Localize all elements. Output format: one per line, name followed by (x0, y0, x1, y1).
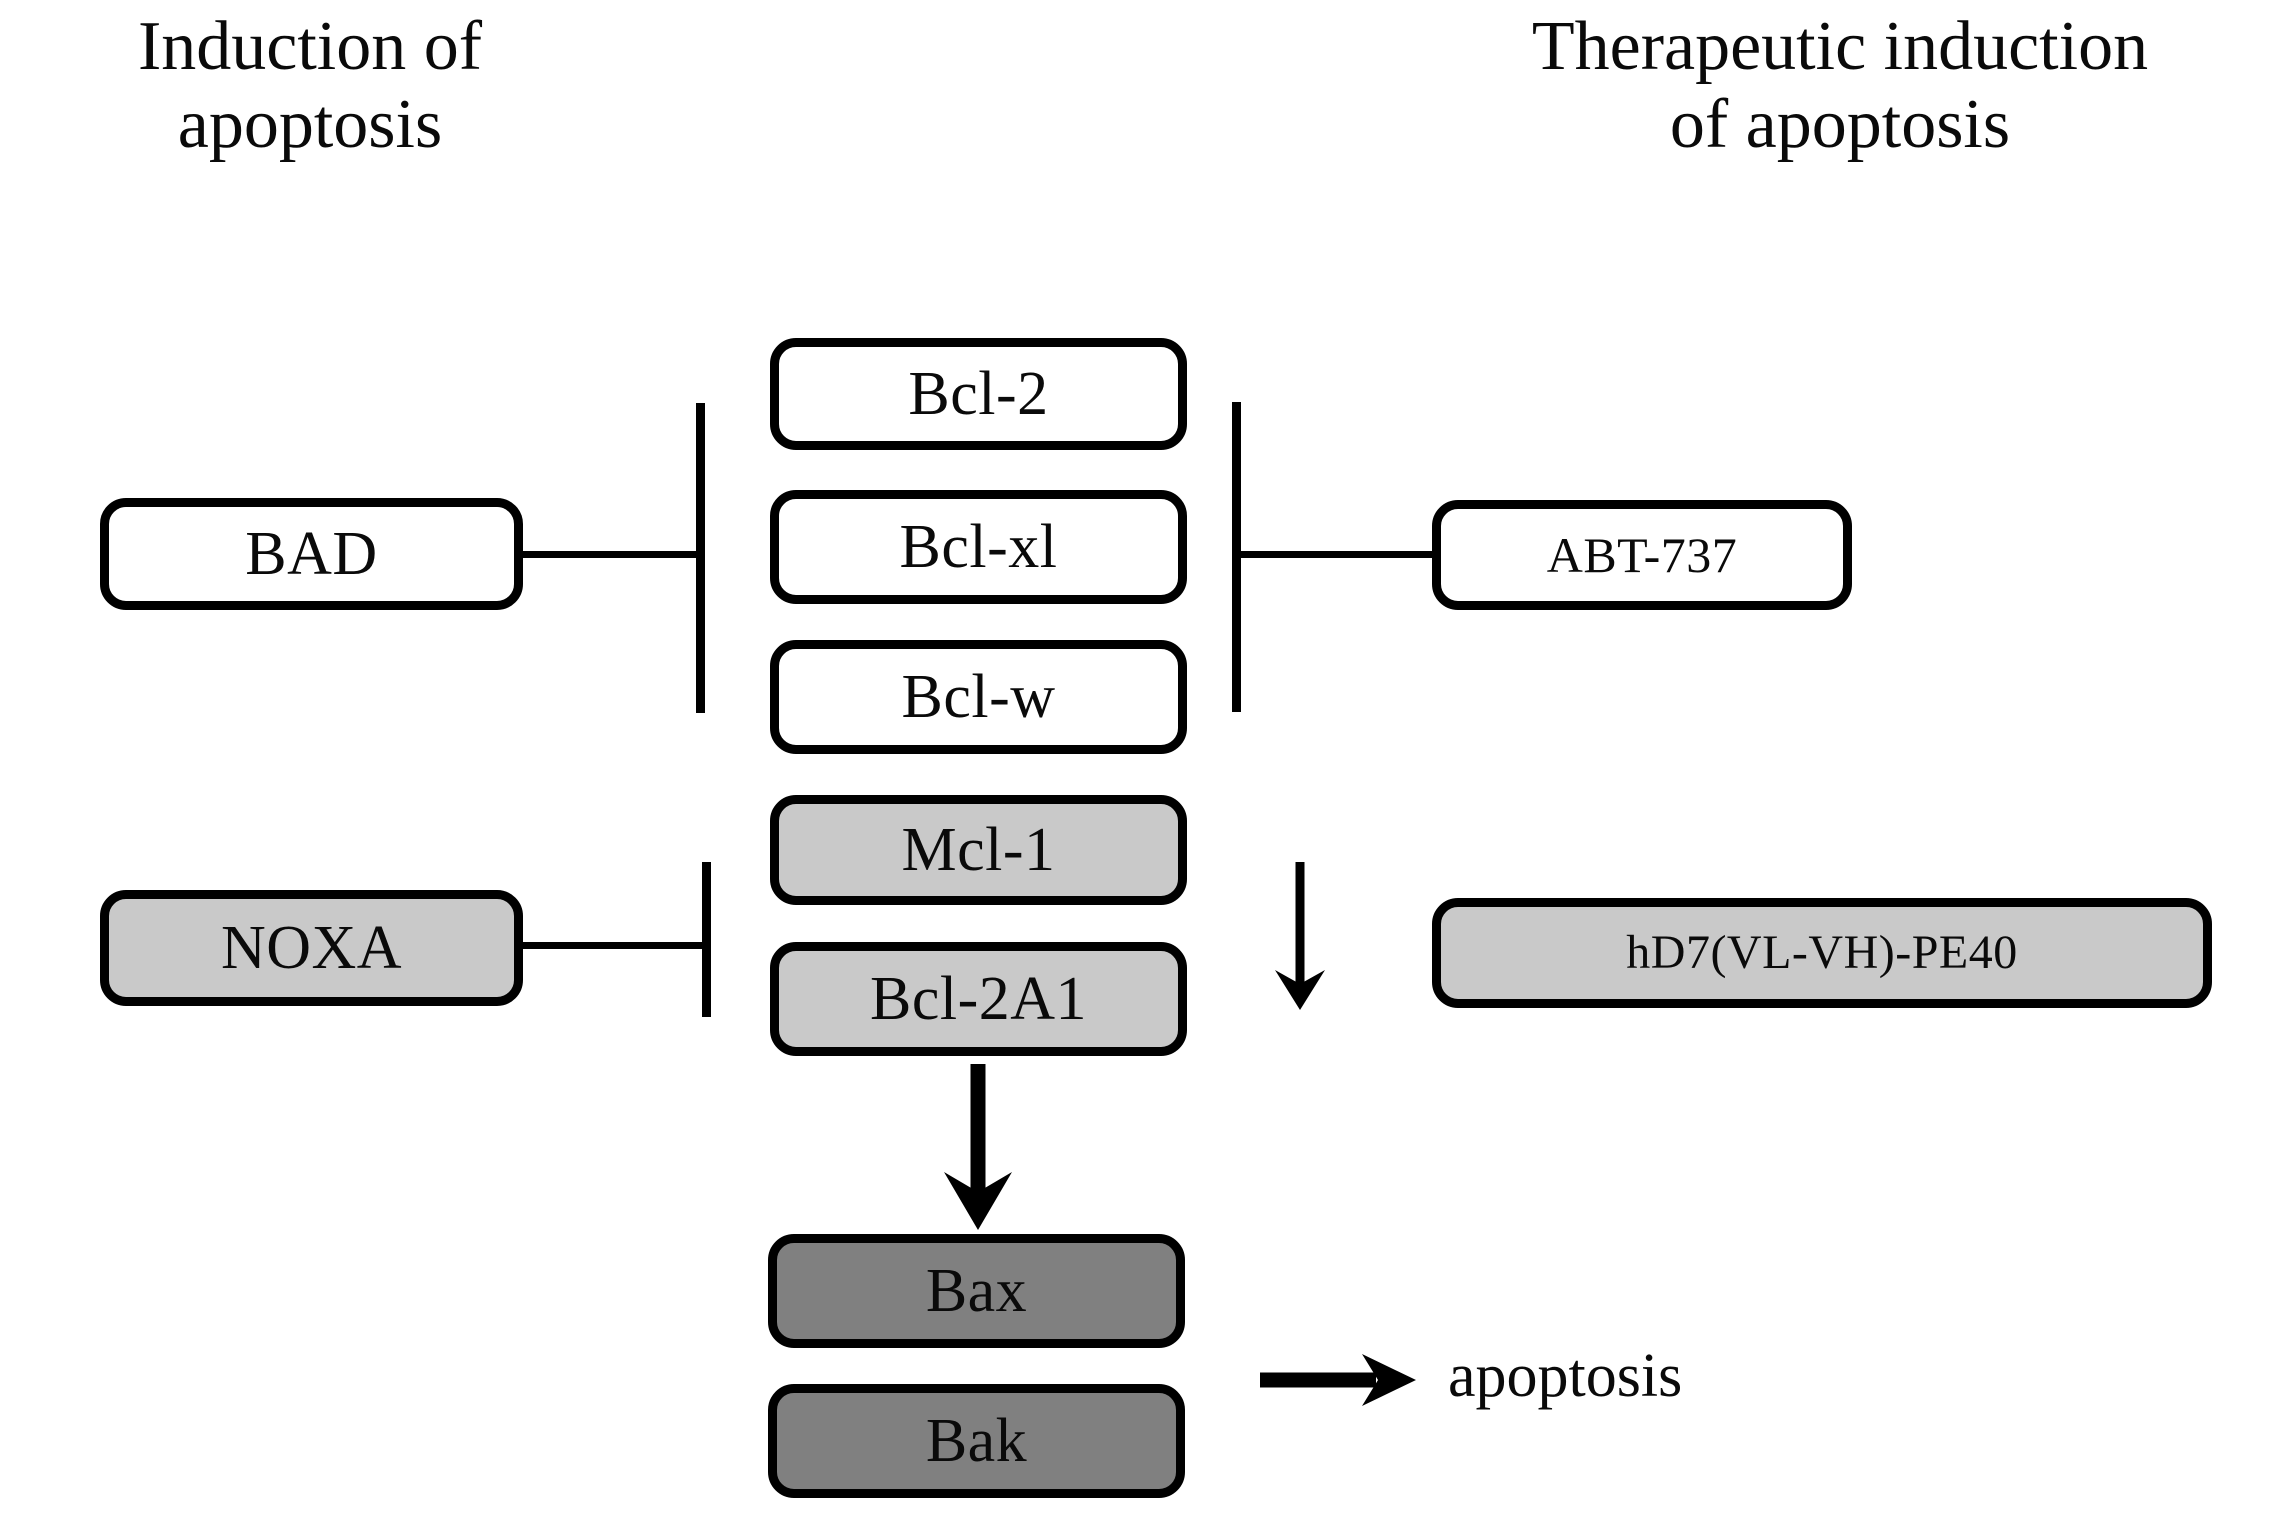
node-mcl-1[interactable]: Mcl-1 (770, 795, 1187, 905)
arrow-right-to-apoptosis (1260, 1354, 1416, 1406)
node-noxa[interactable]: NOXA (100, 890, 523, 1006)
edge-line-abt737-to-bcl-family (1240, 551, 1436, 558)
node-bcl-xl[interactable]: Bcl-xl (770, 490, 1187, 604)
inhibition-bar-right (1232, 402, 1241, 712)
node-bad[interactable]: BAD (100, 498, 523, 610)
node-bax[interactable]: Bax (768, 1234, 1185, 1348)
node-bak[interactable]: Bak (768, 1384, 1185, 1498)
node-abt-737[interactable]: ABT-737 (1432, 500, 1852, 610)
header-induction-of-apoptosis: Induction of apoptosis (137, 8, 483, 164)
inhibition-bar-noxa (702, 862, 711, 1017)
label-apoptosis: apoptosis (1448, 1342, 1683, 1410)
node-bcl-w[interactable]: Bcl-w (770, 640, 1187, 754)
arrow-down-hd7 (1275, 862, 1325, 1010)
arrow-down-bcl2a1-to-bax (944, 1064, 1012, 1230)
inhibition-bar-left (696, 403, 705, 713)
edge-line-noxa-to-mcl1 (523, 942, 709, 949)
edge-line-bad-to-bcl-family (523, 551, 703, 558)
node-bcl-2[interactable]: Bcl-2 (770, 338, 1187, 450)
node-bcl-2a1[interactable]: Bcl-2A1 (770, 942, 1187, 1056)
node-hd7-vl-vh-pe40[interactable]: hD7(VL-VH)-PE40 (1432, 898, 2212, 1008)
header-therapeutic-induction-of-apoptosis: Therapeutic induction of apoptosis (1531, 8, 2149, 164)
